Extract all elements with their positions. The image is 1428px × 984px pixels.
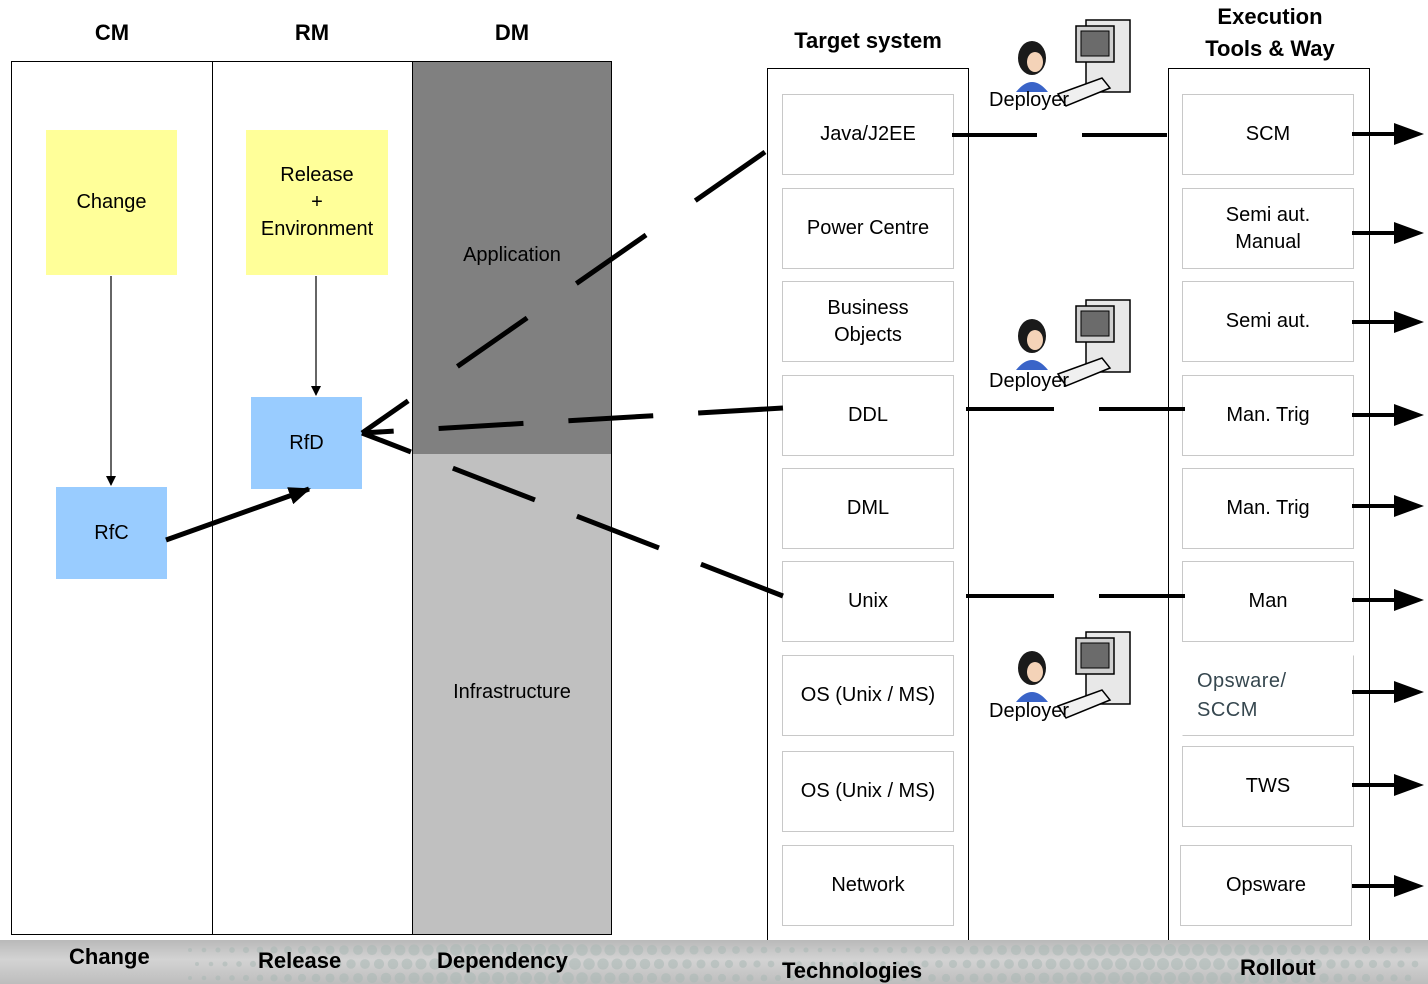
rfd-box: RfD bbox=[251, 397, 362, 489]
arrow-right-icon bbox=[1352, 404, 1424, 426]
exec-opsware-sccm: Opsware/ SCCM bbox=[1182, 655, 1354, 736]
footer-technologies: Technologies bbox=[782, 958, 923, 983]
arrow-right-icon bbox=[1352, 589, 1424, 611]
header-rm: RM bbox=[294, 20, 330, 45]
exec-man-trig-2: Man. Trig bbox=[1182, 468, 1354, 549]
arrow-right-icon bbox=[1352, 123, 1424, 145]
person-icon bbox=[1016, 651, 1048, 702]
zone-application bbox=[413, 62, 611, 454]
zone-application-label: Application bbox=[463, 244, 561, 266]
zone-infrastructure-label: Infrastructure bbox=[453, 681, 571, 703]
arrow-right-icon bbox=[1352, 774, 1424, 796]
target-os-unix-ms-1: OS (Unix / MS) bbox=[782, 655, 954, 736]
exec-tws: TWS bbox=[1182, 746, 1354, 827]
footer-band: Change Release Dependency Technologies R… bbox=[0, 940, 1428, 984]
rfc-box: RfC bbox=[56, 487, 167, 579]
target-unix: Unix bbox=[782, 561, 954, 642]
arrow-right-icon bbox=[1352, 681, 1424, 703]
target-network: Network bbox=[782, 845, 954, 926]
computer-icon bbox=[1056, 299, 1131, 387]
footer-rollout: Rollout bbox=[1240, 955, 1316, 980]
computer-icon bbox=[1056, 19, 1131, 107]
footer-change: Change bbox=[69, 944, 150, 969]
footer-dot-pattern bbox=[188, 944, 1419, 984]
zone-infrastructure bbox=[413, 454, 611, 934]
dash-unix-to-rfd bbox=[361, 430, 784, 599]
header-target-system: Target system bbox=[794, 28, 942, 53]
rfc-to-rfd-arrow bbox=[165, 486, 311, 543]
exec-semi-aut: Semi aut. bbox=[1182, 281, 1354, 362]
dash-java-to-rfd bbox=[360, 149, 767, 436]
exec-opsware: Opsware bbox=[1180, 845, 1352, 926]
deployer-group-3: Deployer bbox=[986, 628, 1146, 724]
arrow-right-icon bbox=[1352, 311, 1424, 333]
target-java-j2ee: Java/J2EE bbox=[782, 94, 954, 175]
computer-icon bbox=[1056, 631, 1131, 719]
release-environment-note: Release + Environment bbox=[246, 130, 388, 275]
footer-release: Release bbox=[258, 948, 342, 973]
target-business-objects: Business Objects bbox=[782, 281, 954, 362]
deployer-label: Deployer bbox=[989, 370, 1070, 392]
arrow-right-icon bbox=[1352, 875, 1424, 897]
header-dm: DM bbox=[494, 20, 530, 45]
header-execution: Execution bbox=[1217, 4, 1323, 29]
connector-overlay bbox=[106, 123, 1424, 897]
target-os-unix-ms-2: OS (Unix / MS) bbox=[782, 751, 954, 832]
target-ddl: DDL bbox=[782, 375, 954, 456]
lane-dependency bbox=[412, 61, 612, 935]
target-dml: DML bbox=[782, 468, 954, 549]
exec-man-trig-1: Man. Trig bbox=[1182, 375, 1354, 456]
arrow-right-icon bbox=[1352, 222, 1424, 244]
header-cm: CM bbox=[94, 20, 130, 45]
person-icon bbox=[1016, 41, 1048, 92]
person-icon bbox=[1016, 319, 1048, 370]
deployer-group-2: Deployer bbox=[986, 296, 1146, 392]
exec-man: Man bbox=[1182, 561, 1354, 642]
deployer-label: Deployer bbox=[989, 700, 1070, 722]
footer-dependency: Dependency bbox=[437, 948, 568, 973]
exec-scm: SCM bbox=[1182, 94, 1354, 175]
header-tools-way: Tools & Way bbox=[1205, 36, 1335, 61]
change-note: Change bbox=[46, 130, 177, 275]
target-power-centre: Power Centre bbox=[782, 188, 954, 269]
dash-ddl-to-rfd bbox=[361, 405, 784, 436]
arrow-right-icon bbox=[1352, 495, 1424, 517]
deployer-label: Deployer bbox=[989, 89, 1070, 111]
deployer-group-1: Deployer bbox=[986, 18, 1146, 111]
exec-semi-aut-manual: Semi aut. Manual bbox=[1182, 188, 1354, 269]
